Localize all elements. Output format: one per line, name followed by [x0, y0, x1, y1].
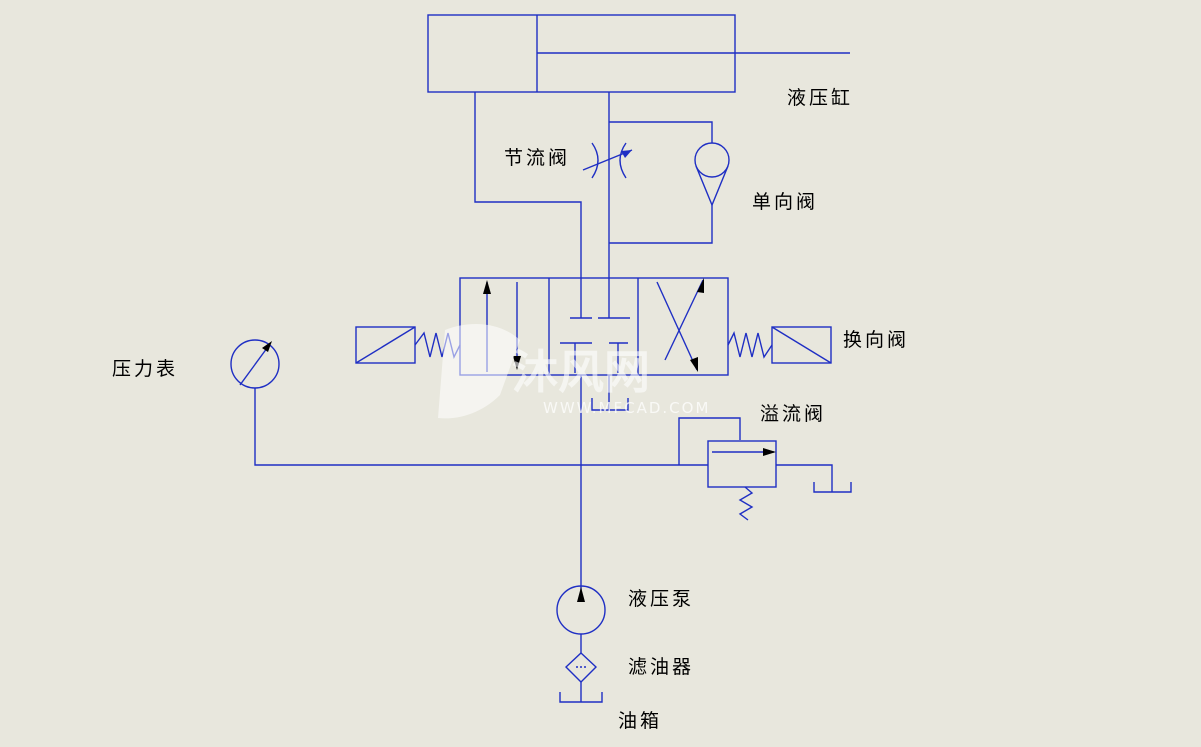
gauge-needle-head [262, 341, 272, 352]
label-pressure-gauge: 压力表 [112, 358, 178, 380]
watermark-logo-icon [438, 324, 520, 419]
throttle-arrowhead [621, 150, 632, 158]
label-relief-valve: 溢流阀 [760, 403, 826, 425]
check-line-bottom [609, 205, 713, 244]
filter-symbol [564, 652, 598, 702]
main-tank-symbol [559, 692, 603, 703]
relief-tank-line [776, 464, 833, 492]
label-throttle-valve: 节流阀 [504, 147, 570, 169]
relief-arrowhead [763, 448, 776, 456]
right-solenoid [771, 326, 832, 364]
gauge-circle [230, 339, 280, 389]
check-ball [694, 142, 730, 178]
right-arrow-cross-1 [656, 281, 698, 371]
left-solenoid [355, 326, 416, 364]
label-pump: 液压泵 [628, 588, 694, 610]
relief-valve-symbol [707, 440, 852, 521]
gauge-line [254, 388, 708, 466]
hydraulic-cylinder [427, 14, 850, 93]
right-arrowhead-2 [697, 278, 704, 293]
throttle-valve-symbol [582, 142, 633, 179]
relief-tank-symbol [813, 482, 852, 493]
right-arrowhead-1 [690, 357, 698, 372]
label-filter: 滤油器 [628, 656, 694, 678]
label-check-valve: 单向阀 [752, 191, 818, 213]
right-spring [727, 330, 773, 359]
relief-spring [738, 486, 754, 521]
label-directional-valve: 换向阀 [843, 329, 909, 351]
check-valve-symbol [609, 121, 730, 244]
check-line-top [609, 121, 713, 143]
watermark: 沐风网 WWW.MFCAD.COM [438, 324, 710, 419]
gauge-needle [239, 343, 271, 386]
valve-tank-symbol [591, 398, 629, 411]
hydraulic-pump-symbol [556, 585, 606, 653]
left-arrowhead-up [483, 280, 491, 294]
throttle-arc-left [591, 142, 599, 179]
right-solenoid-diag [771, 326, 832, 364]
throttle-arc-right [619, 142, 627, 179]
pressure-gauge-symbol [230, 339, 280, 389]
relief-body [707, 440, 777, 488]
right-arrow-cross-2 [664, 279, 704, 361]
left-arrowhead-down [513, 356, 521, 370]
watermark-url: WWW.MFCAD.COM [543, 399, 710, 417]
relief-pilot-line [678, 417, 741, 465]
pump-arrowhead [577, 587, 585, 602]
watermark-brand: 沐风网 [512, 345, 650, 399]
label-cylinder: 液压缸 [787, 87, 853, 109]
line-cylinder-a [474, 92, 582, 280]
label-tank: 油箱 [618, 710, 662, 732]
left-solenoid-diag [355, 326, 416, 364]
